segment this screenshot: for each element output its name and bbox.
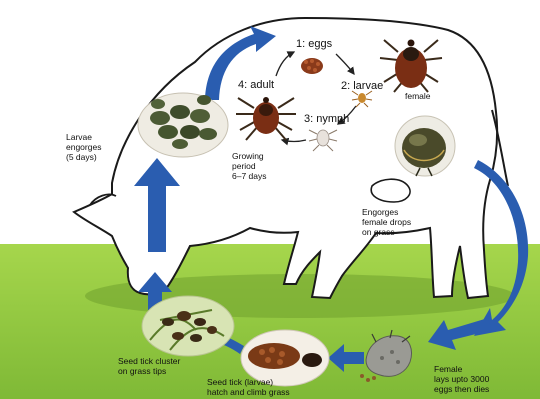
cycle-label-nymph: 3: nymph [304,113,349,125]
cycle-label-larvae: 2: larvae [341,80,383,92]
growing-period-label: Growing period 6–7 days [232,151,267,181]
seed-tick-hatch-label: Seed tick (larvae) hatch and climb grass [207,377,290,397]
seed-tick-cluster-image [142,296,234,356]
engorged-female-image [395,116,455,176]
female-label: female [405,91,431,101]
eggs-cluster-image [301,58,323,74]
larvae-engorges-label: Larvae engorges (5 days) [66,132,101,162]
female-lays-label: Female lays upto 3000 eggs then dies [434,364,489,394]
seed-tick-cluster-label: Seed tick cluster on grass tips [118,356,180,376]
engorged-larvae-image [138,93,228,157]
cycle-label-eggs: 1: eggs [296,38,332,50]
cow-udder [371,179,410,202]
engorged-female-label: Engorges female drops on grass [362,207,411,237]
cycle-label-adult: 4: adult [238,79,274,91]
